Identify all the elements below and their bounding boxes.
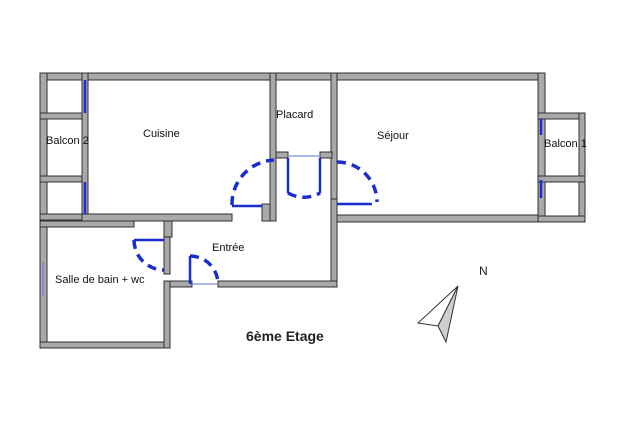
walls <box>39 72 586 349</box>
door-arc-sejour <box>336 160 379 203</box>
room-label-entree: Entrée <box>212 242 244 254</box>
doors <box>132 158 379 285</box>
north-arrow: N <box>416 264 488 344</box>
door-arc-bathroom <box>132 239 165 272</box>
windows <box>42 80 543 296</box>
door-arc-entree <box>189 254 220 285</box>
door-arc-kitchen <box>230 158 275 206</box>
room-label-cuisine: Cuisine <box>143 128 180 140</box>
north-arrow-icon <box>416 285 459 344</box>
room-label-placard: Placard <box>276 109 313 121</box>
north-label: N <box>479 264 488 278</box>
room-label-balcon1: Balcon 1 <box>544 138 587 150</box>
room-label-salle-de-bain: Salle de bain + wc <box>55 274 145 286</box>
room-label-sejour: Séjour <box>377 130 409 142</box>
door-arc-placard <box>287 191 321 200</box>
room-labels: Cuisine Placard Séjour Balcon 1 Balcon 2… <box>46 109 587 286</box>
room-label-balcon2: Balcon 2 <box>46 135 89 147</box>
floor-label: 6ème Etage <box>246 328 324 344</box>
